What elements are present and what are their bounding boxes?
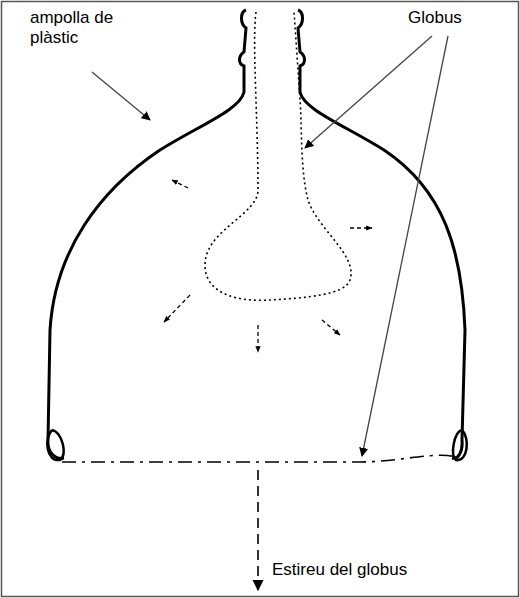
part-label: Globus <box>408 8 462 28</box>
plastic-bottle <box>47 10 466 460</box>
bottom-balloon <box>62 455 458 462</box>
pull-arrow <box>257 470 259 590</box>
part-label: Estireu del globus <box>272 560 407 580</box>
leader-lines <box>92 36 448 456</box>
part-label: ampolla de plàstic <box>30 8 114 47</box>
pressure-arrows <box>164 180 372 352</box>
inner-balloon <box>205 12 351 300</box>
